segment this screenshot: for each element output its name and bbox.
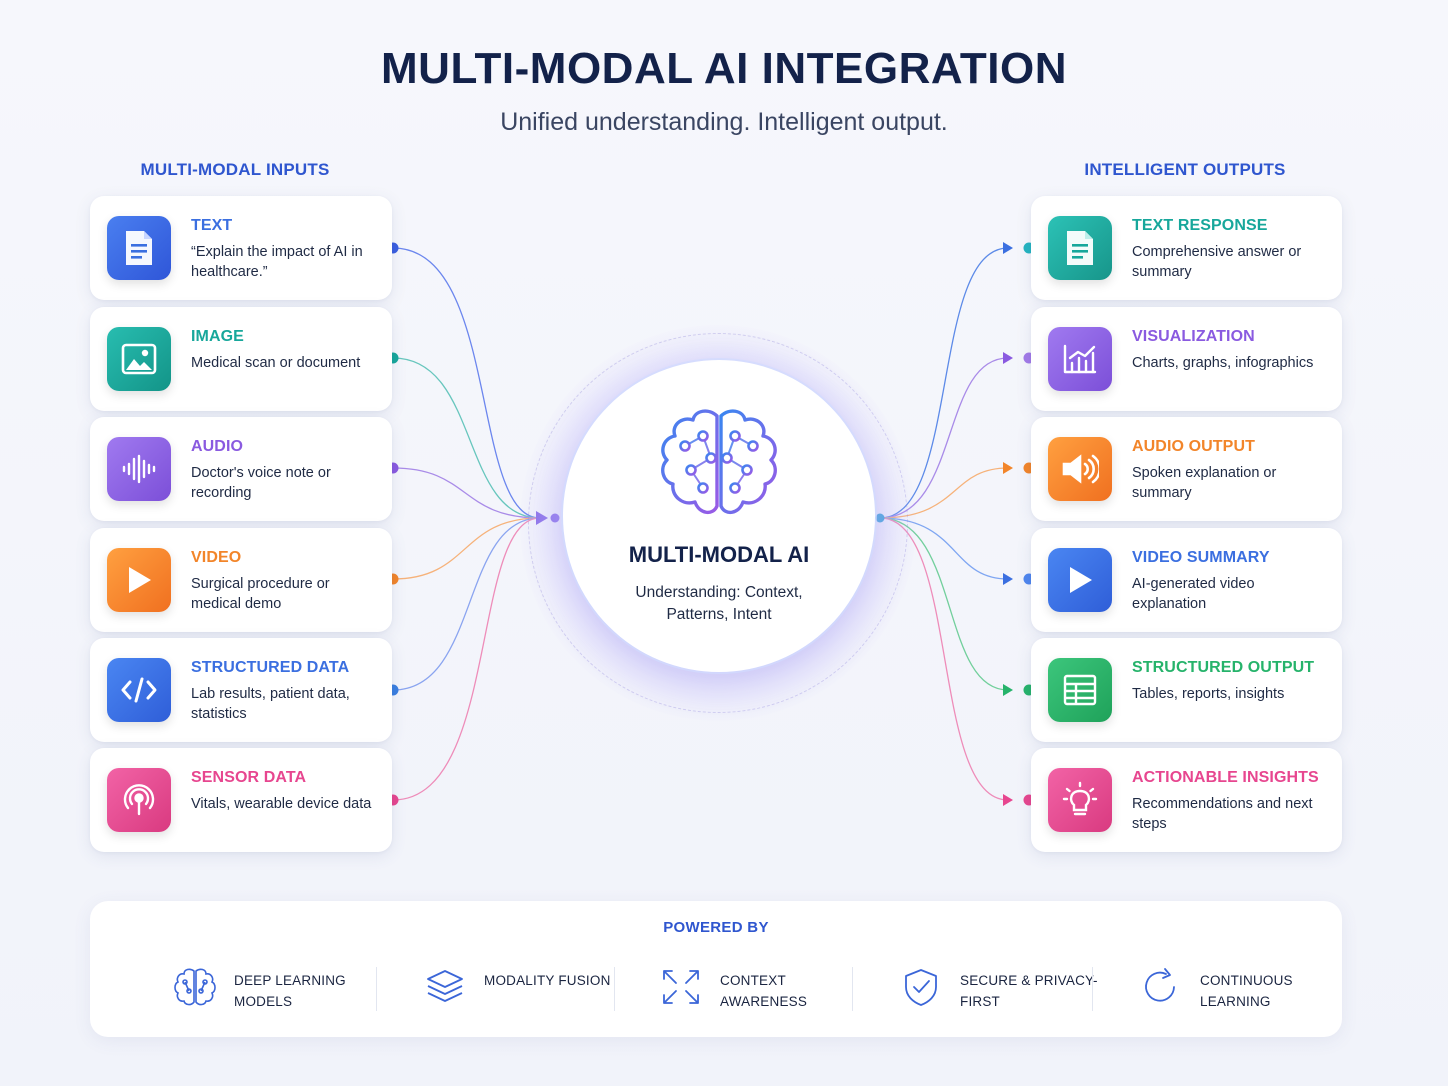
output-desc: Spoken explanation or summary xyxy=(1132,465,1277,501)
powered-item-label: DEEP LEARNING MODELS xyxy=(234,973,346,1009)
input-desc: Lab results, patient data, statistics xyxy=(191,686,350,722)
output-title: VIDEO SUMMARY xyxy=(1132,549,1270,566)
divider xyxy=(614,967,615,1011)
connector-image xyxy=(392,357,541,519)
refresh-icon xyxy=(1145,968,1175,1002)
output-card-insights: ACTIONABLE INSIGHTS Recommendations and … xyxy=(1031,748,1342,852)
connector-structured xyxy=(392,517,541,691)
output-card-visualization: VISUALIZATION Charts, graphs, infographi… xyxy=(1031,307,1342,411)
input-title: IMAGE xyxy=(191,328,244,345)
image-icon xyxy=(107,327,171,391)
play-icon xyxy=(107,548,171,612)
input-card-image: IMAGE Medical scan or document xyxy=(90,307,392,411)
output-card-structured: STRUCTURED OUTPUT Tables, reports, insig… xyxy=(1031,638,1342,742)
output-desc: Tables, reports, insights xyxy=(1132,686,1285,702)
powered-item-label: MODALITY FUSION xyxy=(484,973,611,988)
output-card-video: VIDEO SUMMARY AI-generated video explana… xyxy=(1031,528,1342,632)
brain-icon xyxy=(661,409,777,514)
input-card-video: VIDEO Surgical procedure or medical demo xyxy=(90,528,392,632)
center-title: MULTI-MODAL AI xyxy=(628,542,810,567)
code-icon xyxy=(107,658,171,722)
page-subtitle: Unified understanding. Intelligent outpu… xyxy=(500,108,948,136)
powered-item-label: SECURE & PRIVACY-FIRST xyxy=(960,973,1098,1009)
input-desc: Vitals, wearable device data xyxy=(191,796,372,812)
powered-item-label: CONTEXT AWARENESS xyxy=(720,973,808,1009)
powered-by-heading: POWERED BY xyxy=(663,919,769,936)
output-title: ACTIONABLE INSIGHTS xyxy=(1132,769,1319,786)
output-title: VISUALIZATION xyxy=(1132,328,1255,345)
table-icon xyxy=(1048,658,1112,722)
waveform-icon xyxy=(107,437,171,501)
play-icon xyxy=(1048,548,1112,612)
input-desc: Doctor's voice note or recording xyxy=(191,465,331,501)
powered-by-panel: POWERED BY DEEP LEARNING MODELS MODALITY… xyxy=(90,901,1342,1037)
sensor-icon xyxy=(107,768,171,832)
powered-item-label: CONTINUOUS LEARNING xyxy=(1200,973,1293,1009)
expand-icon xyxy=(663,970,699,1004)
divider xyxy=(376,967,377,1011)
document-icon xyxy=(107,216,171,280)
output-card-text: TEXT RESPONSE Comprehensive answer or su… xyxy=(1031,196,1342,300)
input-title: AUDIO xyxy=(191,438,244,455)
output-desc: AI-generated video explanation xyxy=(1132,576,1255,612)
connector-sensor xyxy=(392,517,541,801)
output-desc: Comprehensive answer or summary xyxy=(1132,244,1302,280)
output-arrows xyxy=(1003,242,1035,806)
input-desc: “Explain the impact of AI in healthcare.… xyxy=(191,244,363,280)
input-card-sensor: SENSOR DATA Vitals, wearable device data xyxy=(90,748,392,852)
center-description: Understanding: Context, Patterns, Intent xyxy=(635,584,803,623)
input-desc: Surgical procedure or medical demo xyxy=(191,576,330,612)
divider xyxy=(852,967,853,1011)
input-title: VIDEO xyxy=(191,549,242,566)
speaker-icon xyxy=(1048,437,1112,501)
output-desc: Recommendations and next steps xyxy=(1132,796,1313,832)
output-title: TEXT RESPONSE xyxy=(1132,217,1268,234)
brain-icon xyxy=(174,968,216,1006)
output-card-audio: AUDIO OUTPUT Spoken explanation or summa… xyxy=(1031,417,1342,521)
lightbulb-icon xyxy=(1048,768,1112,832)
input-desc: Medical scan or document xyxy=(191,355,361,371)
page-title: MULTI-MODAL AI INTEGRATION xyxy=(381,44,1067,93)
center-ring xyxy=(528,333,908,713)
output-title: AUDIO OUTPUT xyxy=(1132,438,1255,455)
outputs-heading: INTELLIGENT OUTPUTS xyxy=(1084,160,1286,179)
divider xyxy=(1092,967,1093,1011)
input-title: TEXT xyxy=(191,217,233,234)
inputs-heading: MULTI-MODAL INPUTS xyxy=(140,160,330,179)
input-card-audio: AUDIO Doctor's voice note or recording xyxy=(90,417,392,521)
connector-audio xyxy=(392,467,541,519)
connector-video xyxy=(392,517,541,580)
input-card-structured: STRUCTURED DATA Lab results, patient dat… xyxy=(90,638,392,742)
connector-text xyxy=(392,247,541,519)
document-icon xyxy=(1048,216,1112,280)
shield-check-icon xyxy=(905,969,937,1006)
input-title: SENSOR DATA xyxy=(191,769,307,786)
output-desc: Charts, graphs, infographics xyxy=(1132,355,1314,371)
center-hub: MULTI-MODAL AI Understanding: Context, P… xyxy=(563,360,875,672)
output-title: STRUCTURED OUTPUT xyxy=(1132,659,1315,676)
input-title: STRUCTURED DATA xyxy=(191,659,350,676)
input-card-text: TEXT “Explain the impact of AI in health… xyxy=(90,196,392,300)
layers-icon xyxy=(427,970,463,1002)
chart-icon xyxy=(1048,327,1112,391)
